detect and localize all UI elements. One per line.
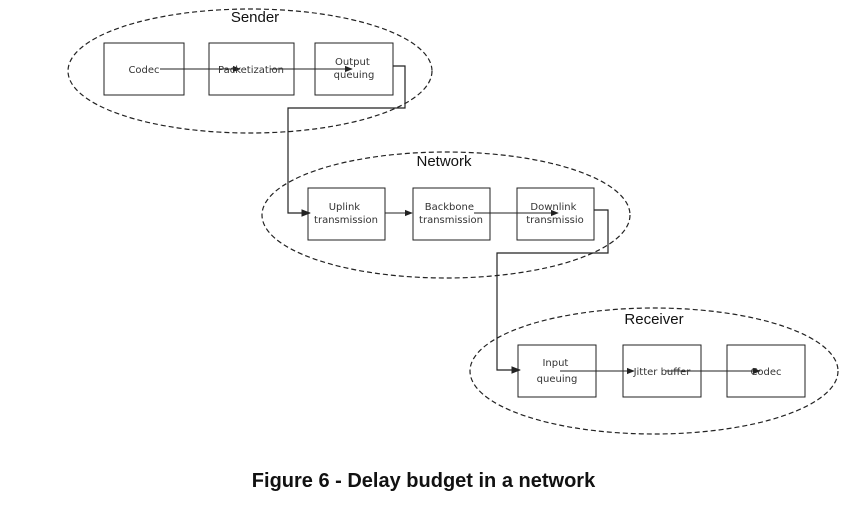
connector-network-to-receiver bbox=[496, 209, 609, 374]
backbone-line-1: Backbone bbox=[425, 202, 474, 213]
receiver-label: Receiver bbox=[624, 311, 683, 328]
downlink-label: Downlink transmissio bbox=[526, 202, 584, 226]
jitter-buffer-label: Jitter buffer bbox=[633, 367, 692, 378]
downlink-block bbox=[516, 187, 595, 241]
network-label: Network bbox=[416, 153, 472, 170]
uplink-line-1: Uplink bbox=[329, 202, 361, 213]
network-group-ellipse bbox=[261, 151, 631, 279]
uplink-line-2: transmission bbox=[314, 215, 378, 226]
codec-receiver-label: Codec bbox=[750, 367, 781, 378]
backbone-block bbox=[412, 187, 491, 241]
packetization-label: Packetization bbox=[218, 65, 284, 76]
backbone-label: Backbone transmission bbox=[419, 202, 483, 226]
codec-sender-label: Codec bbox=[128, 65, 159, 76]
output-queuing-label: Output queuing bbox=[334, 57, 375, 81]
backbone-line-2: transmission bbox=[419, 215, 483, 226]
input-queuing-line-2: queuing bbox=[537, 374, 578, 385]
input-queuing-label: Input queuing bbox=[537, 358, 578, 385]
uplink-block bbox=[307, 187, 386, 241]
receiver-group-ellipse bbox=[469, 307, 839, 435]
output-queuing-line-1: Output bbox=[335, 57, 370, 68]
downlink-line-1: Downlink bbox=[530, 202, 576, 213]
uplink-label: Uplink transmission bbox=[314, 202, 378, 226]
output-queuing-line-2: queuing bbox=[334, 70, 375, 81]
figure-caption: Figure 6 - Delay budget in a network bbox=[251, 470, 596, 492]
downlink-line-2: transmissio bbox=[526, 215, 584, 226]
sender-label: Sender bbox=[231, 9, 279, 26]
input-queuing-line-1: Input bbox=[542, 358, 568, 369]
sender-group-ellipse bbox=[67, 8, 433, 134]
connector-sender-to-network bbox=[287, 65, 406, 217]
